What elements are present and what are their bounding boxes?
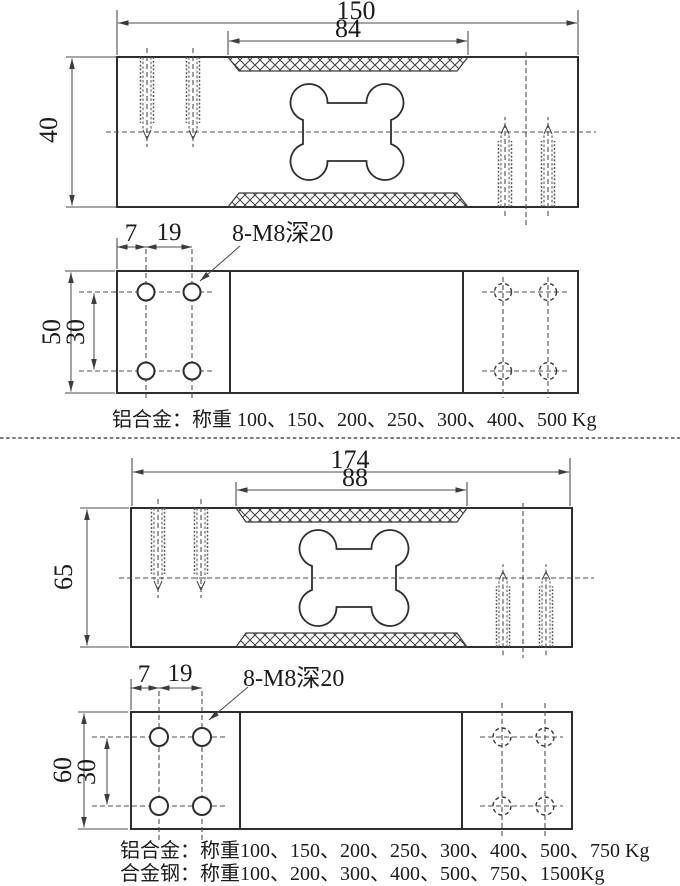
- upper-row-pitch-value: 30: [61, 319, 90, 345]
- upper-bottom-hatch-pocket: [226, 192, 470, 208]
- upper-visible-mounting-holes: [136, 282, 202, 381]
- upper-top-view: [79, 249, 579, 399]
- lower-top-hatch-pocket: [234, 507, 469, 523]
- upper-dim-row-pitch: 30: [61, 293, 97, 370]
- upper-dim-hole-offsets: 7 19: [116, 219, 192, 269]
- lower-pocket-value: 88: [342, 463, 368, 492]
- lower-thread-callout: 8-M8深20: [208, 665, 344, 721]
- upper-thread-callout: 8-M8深20: [199, 220, 333, 282]
- lower-dim-height: 65: [49, 507, 129, 648]
- lower-length-value: 174: [331, 445, 370, 474]
- lower-caption-line2: 合金钢：称重100、200、300、400、500、750、1500Kg: [120, 862, 604, 885]
- upper-thread-note: 8-M8深20: [232, 220, 333, 247]
- upper-length-value: 150: [337, 0, 376, 25]
- upper-dim-overall-length: 150: [116, 0, 579, 55]
- lower-dim-row-pitch: 30: [72, 738, 110, 805]
- upper-caption: 铝合金：称重 100、150、200、250、300、400、500 Kg: [112, 408, 596, 431]
- upper-pocket-value: 84: [335, 14, 361, 43]
- upper-height-value: 40: [34, 117, 63, 143]
- upper-dim-pocket-length: 84: [227, 14, 469, 55]
- lower-thread-note: 8-M8深20: [243, 665, 344, 692]
- upper-edge-offset-value: 7: [125, 220, 138, 247]
- upper-dim-height: 40: [34, 56, 116, 208]
- lower-bottom-hatch-pocket: [234, 632, 469, 648]
- lower-hidden-mounting-holes: [492, 727, 555, 816]
- upper-hidden-mounting-holes: [493, 282, 558, 381]
- lower-row-pitch-value: 30: [72, 759, 101, 785]
- lower-caption-line1: 铝合金：称重100、150、200、250、300、400、500、750 Kg: [120, 839, 649, 862]
- lower-dim-hole-offsets: 7 19: [130, 660, 202, 710]
- lower-top-view: [92, 691, 573, 840]
- lower-visible-mounting-holes: [149, 727, 212, 816]
- lower-left-tapped-holes: [150, 498, 209, 599]
- lower-dim-pocket-length: 88: [235, 463, 468, 506]
- upper-side-view: [106, 47, 596, 228]
- upper-top-hatch-pocket: [226, 56, 470, 72]
- lower-width-value: 60: [48, 757, 77, 783]
- upper-dim-width: 50: [37, 270, 115, 394]
- lower-height-value: 65: [49, 564, 78, 590]
- lower-plate-outline: [130, 711, 573, 830]
- upper-width-value: 50: [37, 319, 66, 345]
- lower-side-view: [119, 498, 594, 658]
- lower-dim-width: 60: [48, 711, 128, 830]
- lower-hole-pitch-value: 19: [168, 660, 193, 687]
- lower-dim-overall-length: 174: [131, 445, 571, 506]
- upper-plate-outline: [116, 270, 579, 394]
- upper-hole-pitch-value: 19: [157, 219, 182, 246]
- lower-edge-offset-value: 7: [138, 661, 151, 688]
